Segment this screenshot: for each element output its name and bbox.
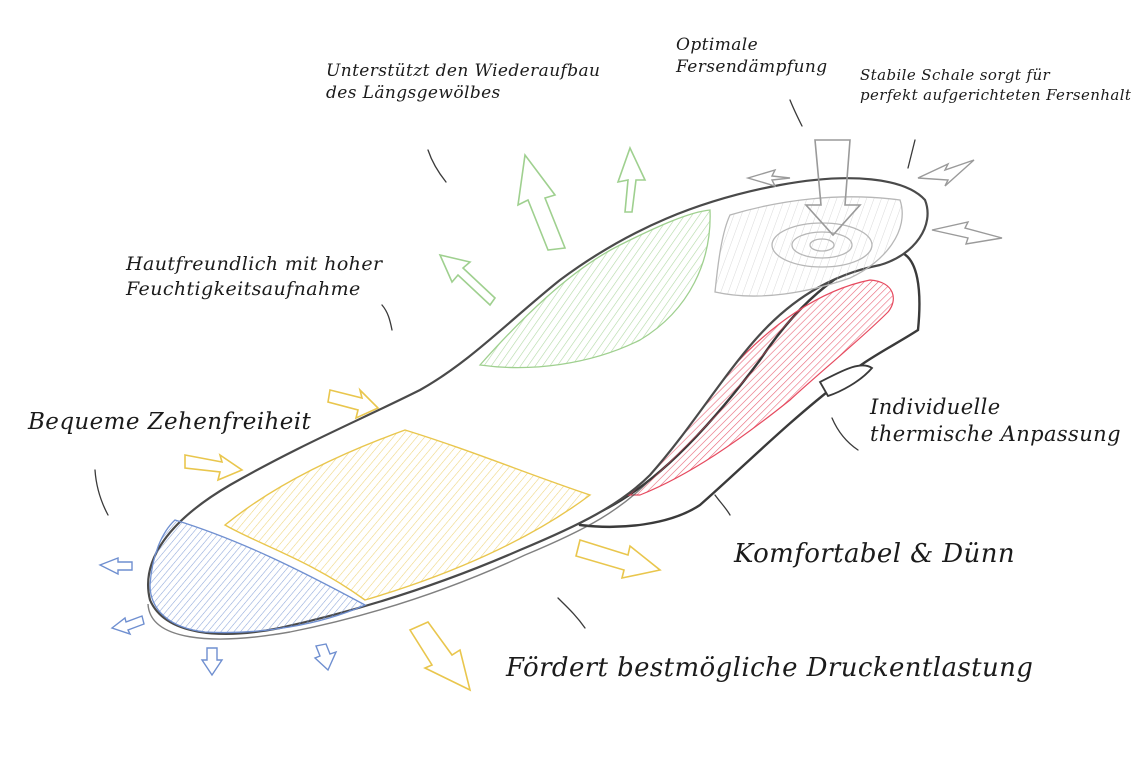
toe-arrow-2 xyxy=(110,615,145,636)
label-pressure-relief: Fördert bestmögliche Druckentlastung xyxy=(506,653,1034,683)
forefoot-zone xyxy=(223,429,592,601)
toe-arrow-1 xyxy=(98,556,133,576)
label-toe-freedom: Bequeme Zehenfreiheit xyxy=(28,409,312,435)
forefoot-arrow-4 xyxy=(408,621,472,692)
label-moisture: Hautfreundlich mit hoher Feuchtigkeitsau… xyxy=(126,253,383,300)
label-arch-support: Unterstützt den Wiederaufbau des Längsge… xyxy=(326,61,601,104)
toe-arrow-4 xyxy=(313,643,338,672)
heel-cup xyxy=(714,196,903,297)
label-thermal: Individuelle thermische Anpassung xyxy=(870,395,1121,447)
arch-arrow-2 xyxy=(616,145,647,213)
forefoot-arrow-2 xyxy=(184,453,244,482)
heel-down-arrow xyxy=(804,139,862,237)
heel-wedge xyxy=(818,364,874,398)
toe-arrow-3 xyxy=(200,647,224,677)
arch-arrow-1 xyxy=(516,152,567,251)
arch-arrow-3 xyxy=(438,253,497,307)
heel-arrow-right-top xyxy=(917,159,975,187)
label-comfort-thin: Komfortabel & Dünn xyxy=(734,539,1015,569)
leader-lines xyxy=(94,99,916,629)
forefoot-arrow-1 xyxy=(327,387,380,420)
label-heel-shell: Stabile Schale sorgt für perfekt aufgeri… xyxy=(860,66,1132,104)
heel-arrow-left xyxy=(745,168,791,188)
heel-arrow-right-bottom xyxy=(931,220,1003,245)
forefoot-arrow-3 xyxy=(575,538,662,580)
arch-zone xyxy=(478,209,711,369)
label-heel-damping: Optimale Fersendämpfung xyxy=(676,35,828,78)
toe-zone xyxy=(149,519,367,634)
